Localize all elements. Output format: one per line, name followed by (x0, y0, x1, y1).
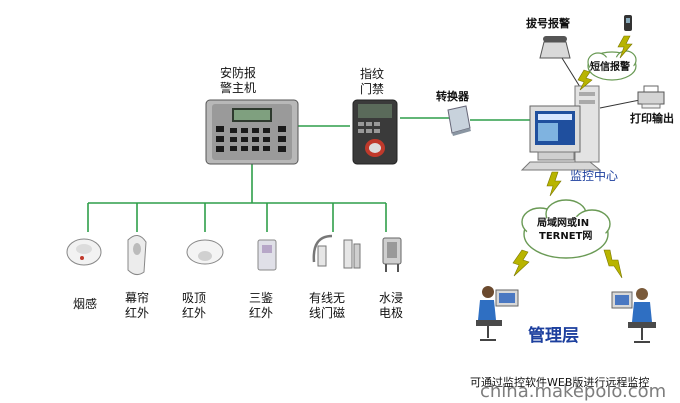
host-label-line1: 安防报 (220, 66, 257, 80)
watermark-text: china.makepolo.com (480, 381, 667, 402)
dial-alarm-label: 拔号报警 (526, 17, 570, 30)
network-label-line1: 局域网或IN (537, 218, 590, 229)
printer-icon (637, 85, 665, 109)
sensor-label-curtain-2: 红外 (124, 306, 149, 320)
lightning-icon (512, 249, 530, 277)
sensor-label-water-1: 水浸 (378, 291, 403, 305)
sensor-label-ceiling-1: 吸顶 (181, 291, 206, 305)
monitor-center-label: 监控中心 (570, 169, 619, 183)
converter-label: 转换器 (436, 90, 469, 103)
lightning-icon (603, 249, 623, 279)
sensor-label-curtain-1: 幕帘 (124, 291, 149, 305)
door-magnet-icon (312, 234, 361, 269)
print-output-label: 打印输出 (630, 112, 674, 125)
fingerprint-access-device (352, 99, 398, 165)
sms-alarm-label: 短信报警 (590, 62, 630, 73)
printer-to-center-line (599, 99, 641, 109)
sensor-label-smoke: 烟感 (72, 297, 97, 311)
sensor-label-magnet-2: 线门磁 (308, 306, 345, 320)
management-label: 管理层 (528, 326, 579, 346)
lightning-icons (512, 35, 633, 279)
lightning-icon (617, 35, 633, 59)
water-electrode-icon (382, 237, 402, 272)
telephone-icon (539, 36, 571, 59)
sensor-label-magnet-1: 有线无 (308, 291, 345, 305)
triple-infrared-icon (257, 239, 277, 271)
lightning-icon (546, 171, 562, 197)
monitoring-center-computer (520, 85, 602, 171)
operator-right-icon (611, 288, 656, 343)
sensor-label-triple-2: 红外 (248, 306, 273, 320)
host-label-line2: 警主机 (220, 81, 257, 95)
lightning-icon (577, 69, 593, 91)
sensor-label-ceiling-2: 红外 (181, 306, 206, 320)
operator-left-icon (476, 286, 519, 341)
connection-lines (87, 117, 530, 232)
sensor-label-triple-1: 三鉴 (248, 291, 273, 305)
network-label-line2: TERNET网 (539, 231, 593, 242)
access-label-line2: 门禁 (360, 82, 385, 96)
smoke-detector-icon (66, 238, 102, 266)
mobile-phone-icon (624, 15, 632, 31)
ceiling-infrared-icon (186, 239, 224, 265)
alarm-host-device (205, 99, 299, 165)
access-label-line1: 指纹 (360, 67, 385, 81)
sensor-label-water-2: 电极 (378, 306, 403, 320)
curtain-infrared-icon (127, 235, 147, 276)
footer-note: 可通过监控软件WEB版进行远程监控 (470, 376, 650, 389)
network-cloud-shape (521, 199, 611, 259)
converter-device (447, 105, 471, 136)
sms-cloud-shape (587, 50, 637, 81)
